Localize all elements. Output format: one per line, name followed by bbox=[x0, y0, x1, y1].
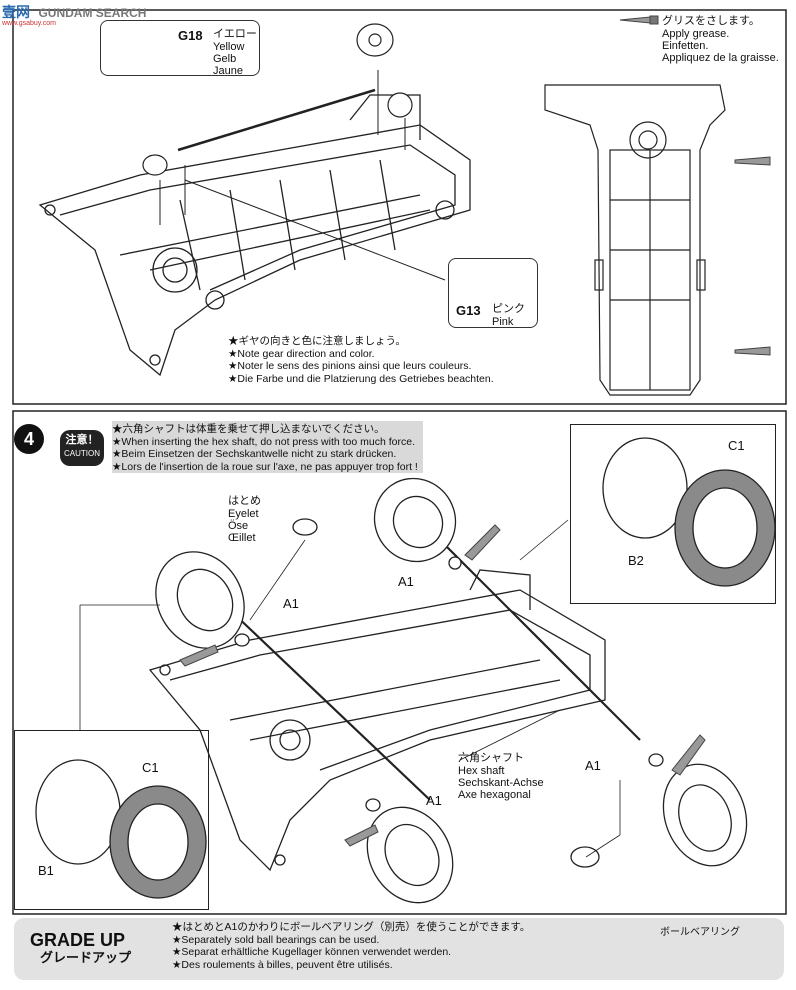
grease-jp: グリスをさします。 bbox=[662, 15, 760, 27]
assembly-arrows-step3 bbox=[159, 70, 446, 281]
part-a1-label: A1 bbox=[426, 793, 442, 808]
part-b1-label: B1 bbox=[38, 863, 54, 878]
step3-note-line: ★Noter le sens des pinions ainsi que leu… bbox=[228, 360, 472, 372]
caution-line: ★Beim Einsetzen der Sechskantwelle nicht… bbox=[112, 448, 397, 460]
part-c1-label: C1 bbox=[728, 438, 745, 453]
part-b2-label: B2 bbox=[628, 553, 644, 568]
step3-note-line: ★Die Farbe und die Platzierung des Getri… bbox=[228, 372, 494, 385]
chassis-step4 bbox=[148, 569, 606, 872]
step3-note-line: ★Note gear direction and color. bbox=[228, 347, 375, 360]
ball-bearing-label: ボールベアリング bbox=[660, 927, 740, 938]
part-c1-label: C1 bbox=[142, 760, 159, 775]
g18-jp: イエロー bbox=[213, 28, 257, 40]
leader-lines-step4 bbox=[79, 519, 621, 858]
grade-up-line: ★Des roulements à billes, peuvent être u… bbox=[172, 958, 393, 971]
watermark-logo: 壹网 bbox=[2, 5, 30, 21]
axles-step4 bbox=[229, 539, 641, 801]
grade-up-line: ★はとめとA1のかわりにボールベアリング（別売）を使うことができます。 bbox=[172, 921, 531, 933]
caution-line: ★Lors de l'insertion de la roue sur l'ax… bbox=[112, 460, 418, 473]
tire-detail-top bbox=[602, 437, 776, 587]
detail-box-top bbox=[570, 424, 776, 604]
grease-de: Einfetten. bbox=[662, 40, 709, 52]
detail-box-bottom bbox=[14, 730, 209, 910]
hex-shaft-fr: Axe hexagonal bbox=[458, 789, 531, 801]
chassis-top-view bbox=[544, 84, 726, 396]
chassis-step3 bbox=[38, 94, 471, 377]
grease-en: Apply grease. bbox=[662, 28, 730, 40]
part-a1-label: A1 bbox=[283, 596, 299, 611]
grease-fr: Appliquez de la graisse. bbox=[662, 52, 779, 64]
grease-tubes-step4 bbox=[179, 524, 706, 847]
hex-shaft-jp: 六角シャフト bbox=[458, 752, 524, 764]
g18-callout bbox=[100, 20, 260, 76]
g18-en: Yellow bbox=[213, 41, 245, 53]
g13-jp: ピンク bbox=[492, 303, 525, 315]
grade-up-line: ★Separately sold ball bearings can be us… bbox=[172, 933, 380, 946]
grade-up-title: GRADE UP bbox=[30, 930, 126, 950]
step3-notes: ★ギヤの向きと色に注意しましょう。 ★Note gear direction a… bbox=[228, 335, 494, 385]
caution-line: ★When inserting the hex shaft, do not pr… bbox=[112, 435, 415, 448]
step3-note-line: ★ギヤの向きと色に注意しましょう。 bbox=[228, 335, 406, 347]
eyelet-en: Eyelet bbox=[228, 508, 259, 520]
g13-en: Pink bbox=[492, 316, 514, 328]
g13-callout bbox=[448, 258, 538, 328]
grade-up-line: ★Separat erhältliche Kugellager können v… bbox=[172, 946, 452, 958]
eyelet-jp: はとめ bbox=[228, 495, 261, 507]
grease-tubes-step3 bbox=[619, 15, 771, 356]
eyelet-de: Öse bbox=[228, 520, 249, 532]
caution-badge-jp: 注意！ bbox=[65, 434, 99, 446]
caution-line: ★六角シャフトは体重を乗せて押し込まないでください。 bbox=[112, 423, 385, 435]
part-a1-label: A1 bbox=[585, 758, 601, 773]
wheels-step4 bbox=[155, 477, 748, 904]
grade-up-lines: ★はとめとA1のかわりにボールベアリング（別売）を使うことができます。 ★Sep… bbox=[172, 921, 530, 971]
step-number-4: 4 bbox=[14, 424, 44, 454]
g18-fr: Jaune bbox=[213, 65, 243, 77]
hex-shaft-de: Sechskant-Achse bbox=[458, 777, 544, 789]
part-a1-label: A1 bbox=[398, 574, 414, 589]
watermark: 壹网 GUNDAM SEARCH www.gsabuy.com bbox=[2, 2, 146, 27]
g18-de: Gelb bbox=[213, 53, 237, 65]
tire-detail-bottom bbox=[35, 759, 207, 899]
grade-up-title-jp: グレードアップ bbox=[40, 950, 132, 965]
g13-code: G13 bbox=[456, 303, 481, 318]
hex-shaft-en: Hex shaft bbox=[458, 765, 505, 777]
caution-badge-en: CAUTION bbox=[64, 449, 100, 458]
caution-badge: 注意！ CAUTION bbox=[60, 430, 104, 466]
g18-code: G18 bbox=[178, 28, 203, 43]
watermark-site: www.gsabuy.com bbox=[2, 20, 56, 27]
watermark-brand: GUNDAM SEARCH bbox=[38, 6, 147, 20]
eyelet-fr: Œillet bbox=[228, 532, 256, 544]
grade-up-bar bbox=[14, 918, 784, 980]
caution-lines: ★六角シャフトは体重を乗せて押し込まないでください。 ★When inserti… bbox=[112, 423, 418, 473]
caution-box bbox=[112, 421, 423, 473]
